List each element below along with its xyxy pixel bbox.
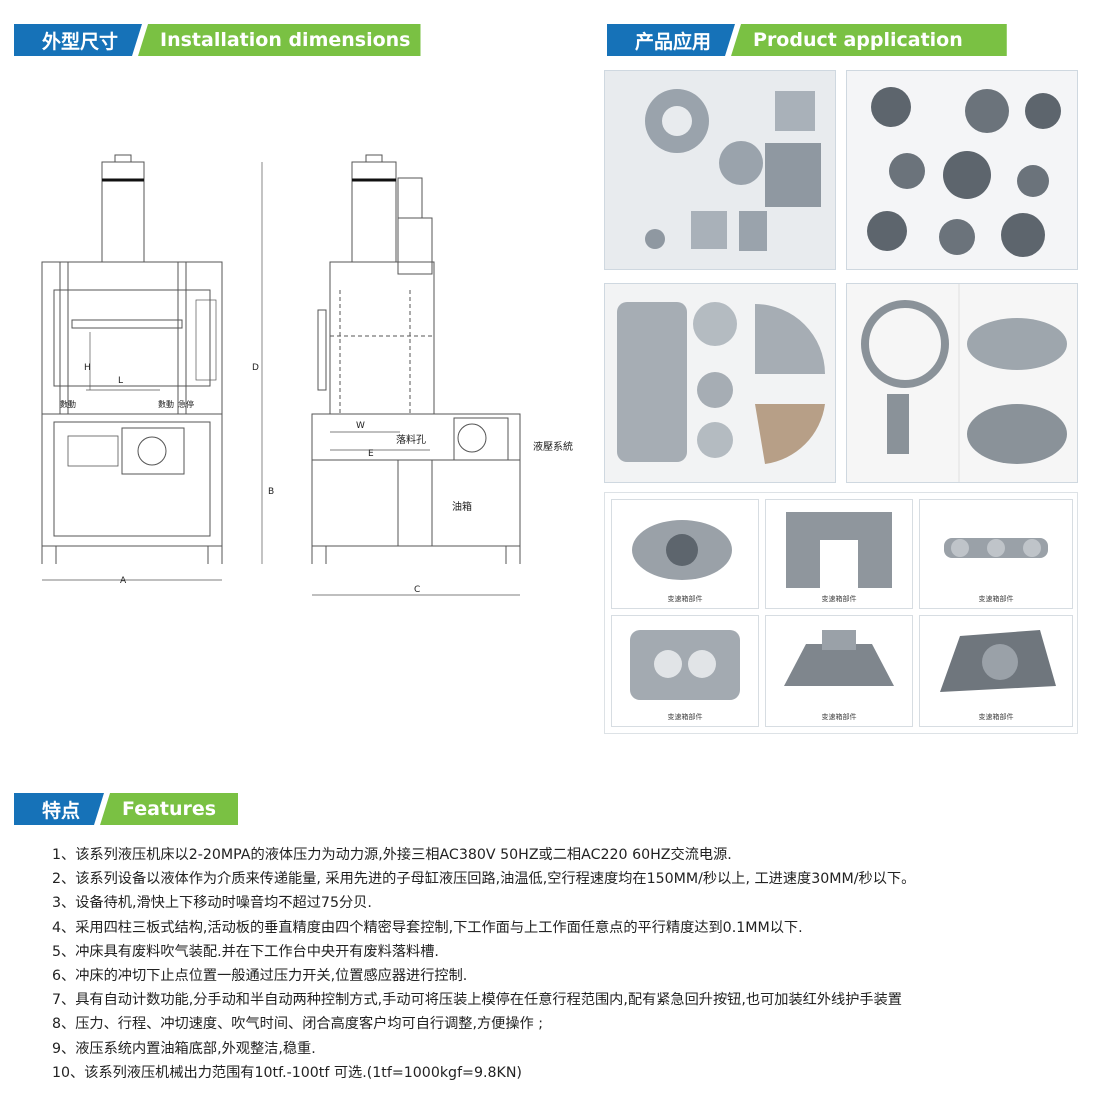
product-photo-3 (604, 283, 836, 483)
feature-item-7: 7、具有自动计数功能,分手动和半自动两种控制方式,手动可将压装上模停在任意行程范… (52, 992, 902, 1009)
installation-header-zh: 外型尺寸 (14, 24, 143, 56)
product-header-en: Product application (731, 24, 1007, 56)
features-header-en: Features (100, 793, 239, 825)
gearbox-part-caption-1: 变速箱部件 (667, 595, 703, 603)
installation-header: 外型尺寸 Installation dimensions (14, 24, 421, 56)
gearbox-part-caption-3: 变速箱部件 (978, 595, 1014, 603)
features-list: 1、该系列液压机床以2-20MPA的液体压力为动力源,外接三相AC380V 50… (52, 843, 915, 1085)
gearbox-part-caption-2: 变速箱部件 (821, 595, 857, 603)
label-drop-hole: 落料孔 (396, 433, 426, 446)
side-view (261, 154, 521, 596)
gearbox-part-illustration-2 (786, 512, 892, 588)
product-photo-1 (604, 70, 836, 270)
gearbox-part-illustration-4 (630, 630, 740, 700)
feature-item-2: 2、该系列设备以液体作为介质来传递能量, 采用先进的子母缸液压回路,油温低,空行… (52, 871, 916, 888)
features-header-zh: 特点 (14, 793, 105, 825)
dim-label-b: B (268, 487, 274, 497)
front-view (41, 154, 223, 581)
gearbox-part-1: 变速箱部件 (611, 499, 759, 609)
gearbox-part-illustration-3 (944, 538, 1048, 558)
gearbox-part-illustration-1 (632, 520, 732, 580)
gearbox-part-illustration-6 (940, 630, 1056, 692)
label-emergency: 急停 (178, 399, 194, 409)
features-header: 特点 Features (14, 793, 239, 825)
dim-label-w: W (356, 421, 365, 431)
label-count: 數動 (60, 399, 76, 409)
installation-header-en: Installation dimensions (138, 24, 421, 56)
dim-label-h: H (84, 363, 91, 373)
feature-item-4: 4、采用四柱三板式结构,活动板的垂直精度由四个精密导套控制,下工作面与上工作面任… (52, 919, 803, 936)
gearbox-parts-grid: 变速箱部件 变速箱部件 变速箱部件 变速箱部件 变速箱部件 变速箱部件 (604, 492, 1078, 734)
feature-item-1: 1、该系列液压机床以2-20MPA的液体压力为动力源,外接三相AC380V 50… (52, 847, 732, 863)
feature-item-5: 5、冲床具有废料吹气装配.并在下工作台中央开有废料落料槽. (52, 943, 439, 960)
product-photo-4 (846, 283, 1078, 483)
casting-parts-illustration (645, 89, 821, 251)
feature-item-9: 9、液压系统内置油箱底部,外观整洁,稳重. (52, 1040, 316, 1057)
dim-label-c: C (414, 585, 420, 595)
label-count-2: 數動 (158, 399, 174, 409)
casting-parts-illustration-4 (861, 284, 1067, 482)
gearbox-part-caption-6: 变速箱部件 (978, 713, 1014, 721)
product-header-zh: 产品应用 (607, 24, 736, 56)
dim-label-e: E (368, 449, 374, 459)
feature-item-8: 8、压力、行程、冲切速度、吹气时间、闭合高度客户均可自行调整,方便操作 ; (52, 1016, 544, 1033)
label-hydraulic: 液壓系統 (533, 440, 573, 453)
gearbox-part-illustration-5 (784, 630, 894, 686)
gearbox-part-2: 变速箱部件 (765, 499, 913, 609)
dim-label-a: A (120, 576, 127, 586)
gearbox-part-3: 变速箱部件 (919, 499, 1073, 609)
product-photo-2 (846, 70, 1078, 270)
feature-item-3: 3、设备待机,滑快上下移动时噪音均不超过75分贝. (52, 895, 372, 912)
product-header: 产品应用 Product application (607, 24, 1007, 56)
dim-label-d: D (252, 363, 259, 373)
feature-item-10: 10、该系列液压机械出力范围有10tf.-100tf 可选.(1tf=1000k… (52, 1064, 522, 1081)
feature-item-6: 6、冲床的冲切下止点位置一般通过压力开关,位置感应器进行控制. (52, 968, 468, 985)
gearbox-part-6: 变速箱部件 (919, 615, 1073, 727)
gearbox-part-caption-4: 变速箱部件 (667, 713, 703, 721)
casting-parts-illustration-3 (617, 302, 825, 464)
gearbox-part-5: 变速箱部件 (765, 615, 913, 727)
casting-parts-illustration-2 (867, 87, 1061, 257)
gearbox-part-caption-5: 变速箱部件 (821, 713, 857, 721)
dim-label-l: L (118, 376, 123, 386)
gearbox-part-4: 变速箱部件 (611, 615, 759, 727)
label-oil-tank: 油箱 (452, 500, 472, 513)
installation-diagram: A H L 數動 數動 急停 D B C E W 落料孔 液壓系統 油箱 (41, 154, 573, 596)
